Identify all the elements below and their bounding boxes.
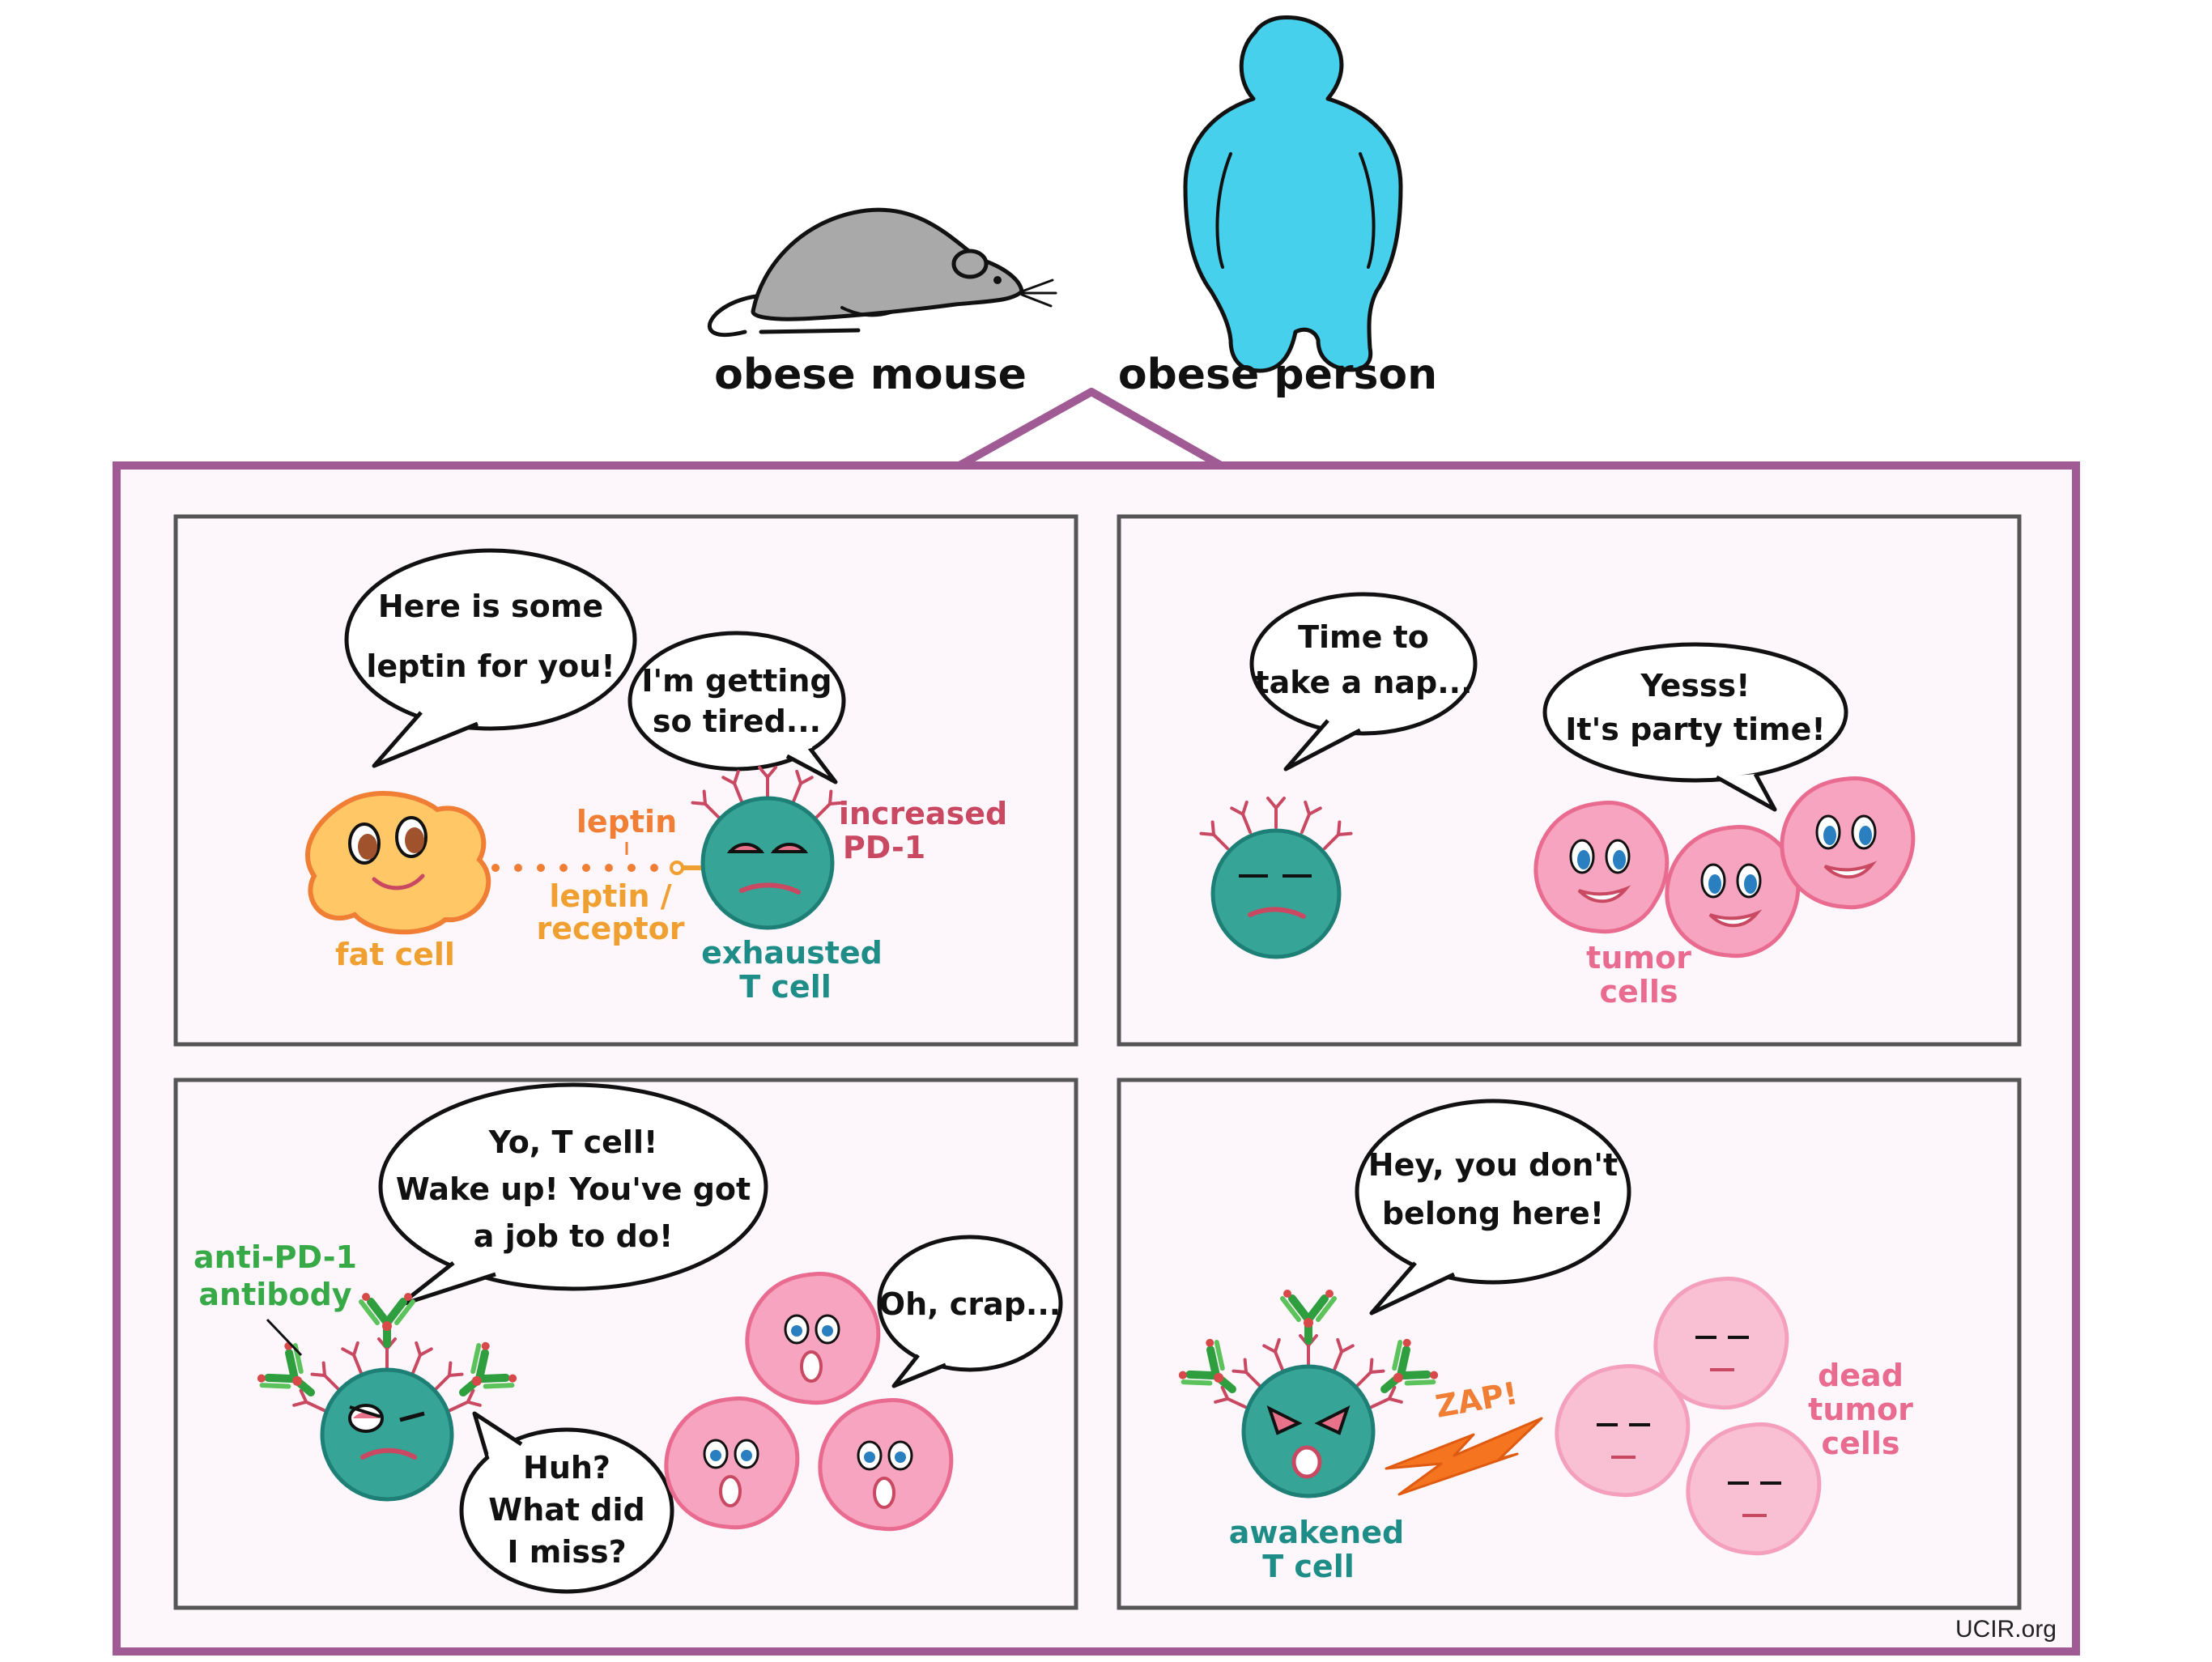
tcell-tired-speech-line-1: I'm getting [641, 663, 832, 699]
tcell-nap-speech-line-1: Time to [1298, 619, 1429, 655]
fat-cell-label: fat cell [335, 937, 455, 972]
scared-tumor-cell-2 [666, 1398, 798, 1527]
panel-2: Time to take a nap... Yesss! It's party … [1201, 592, 1913, 1010]
panel-4: Hey, you don't belong here! ZAP! awakene… [1176, 1099, 1913, 1584]
antibody-speech-bubble: Yo, T cell! Wake up! You've got a job to… [378, 1082, 768, 1307]
frame-peak [957, 388, 1223, 470]
antibody-speech-line-1: Yo, T cell! [488, 1124, 658, 1160]
awakened-tcell-label-line-1: awakened [1229, 1515, 1404, 1550]
antibody-speech-line-2: Wake up! You've got [396, 1171, 751, 1207]
fat-cell [304, 791, 491, 935]
panel-3: Yo, T cell! Wake up! You've got a job to… [194, 1082, 1063, 1594]
dead-tumor-label-line-2: tumor [1808, 1392, 1913, 1427]
antibody-speech-line-3: a job to do! [474, 1218, 674, 1254]
tcell-confused-speech-line-3: I miss? [507, 1534, 626, 1570]
tcell-belong-speech-line-1: Hey, you don't [1368, 1147, 1618, 1183]
dead-tumor-label-line-1: dead [1818, 1358, 1904, 1393]
leptin-label: leptin [576, 804, 677, 840]
tumor-crap-speech-line-1: Oh, crap... [879, 1286, 1061, 1322]
exhausted-tcell [692, 766, 842, 930]
exhausted-tcell-label-line-1: exhausted [701, 935, 883, 971]
tcell-tired-speech-bubble: I'm getting so tired... [627, 631, 846, 784]
tumor-crap-speech-bubble: Oh, crap... [877, 1235, 1063, 1388]
exhausted-tcell-label-line-2: T cell [739, 969, 832, 1005]
tcell-confused-speech-bubble: Huh? What did I miss? [459, 1411, 674, 1594]
obese-person-illustration [1183, 15, 1403, 373]
credit-label: UCIR.org [1955, 1616, 2057, 1643]
leptin-receptor-label-line-2: receptor [536, 911, 684, 946]
tcell-tired-speech-line-2: so tired... [653, 703, 821, 739]
tumor-party-speech-line-1: Yesss! [1640, 668, 1750, 703]
awakened-tcell [1214, 1334, 1403, 1498]
tcell-belong-speech-bubble: Hey, you don't belong here! [1355, 1099, 1631, 1316]
tumor-cells-label-line-1: tumor [1586, 940, 1691, 976]
panel-1-border [173, 514, 1078, 1047]
zap-lightning-icon [1385, 1417, 1543, 1496]
increased-pd1-label-line-2: PD-1 [843, 830, 925, 865]
awakened-tcell-label-line-2: T cell [1262, 1549, 1355, 1584]
waking-tcell [292, 1337, 482, 1502]
panel-2-border [1117, 514, 2022, 1047]
leptin-receptor-label-line-1: leptin / [549, 878, 671, 914]
tcell-confused-speech-line-2: What did [488, 1492, 644, 1528]
dead-tumor-cell-2 [1557, 1366, 1688, 1494]
sleeping-tcell [1201, 797, 1351, 959]
dead-tumor-cell-1 [1656, 1278, 1787, 1407]
scared-tumor-cell-3 [820, 1400, 951, 1528]
happy-tumor-cell-2 [1667, 827, 1798, 955]
panel-1: Here is some leptin for you! I'm getting… [304, 548, 1007, 1005]
tcell-belong-speech-line-2: belong here! [1382, 1196, 1604, 1231]
fat-cell-speech-bubble: Here is some leptin for you! [344, 548, 637, 768]
obese-mouse-illustration [707, 207, 1057, 338]
antibody-pointer-line [266, 1318, 303, 1357]
tcell-nap-speech-line-2: take a nap... [1254, 665, 1472, 700]
tcell-confused-speech-line-1: Huh? [523, 1450, 610, 1486]
dead-tumor-label-line-3: cells [1822, 1426, 1900, 1461]
happy-tumor-cell-3 [1782, 778, 1913, 907]
fat-cell-speech-line-2: leptin for you! [366, 648, 615, 684]
increased-pd1-label-line-1: increased [839, 796, 1007, 831]
anti-pd1-label-line-1: anti-PD-1 [194, 1239, 357, 1275]
happy-tumor-cell-1 [1536, 802, 1667, 931]
tumor-cells-label-line-2: cells [1600, 974, 1678, 1010]
obese-person-label: obese person [1118, 351, 1437, 399]
fat-cell-speech-line-1: Here is some [378, 589, 603, 624]
tumor-party-speech-bubble: Yesss! It's party time! [1542, 642, 1848, 812]
anti-pd1-label-line-2: antibody [198, 1277, 351, 1312]
scared-tumor-cell-1 [747, 1273, 878, 1402]
tumor-party-speech-line-2: It's party time! [1565, 712, 1825, 747]
tcell-nap-speech-bubble: Time to take a nap... [1249, 592, 1478, 771]
obese-mouse-label: obese mouse [714, 351, 1027, 399]
dead-tumor-cell-3 [1688, 1424, 1819, 1553]
